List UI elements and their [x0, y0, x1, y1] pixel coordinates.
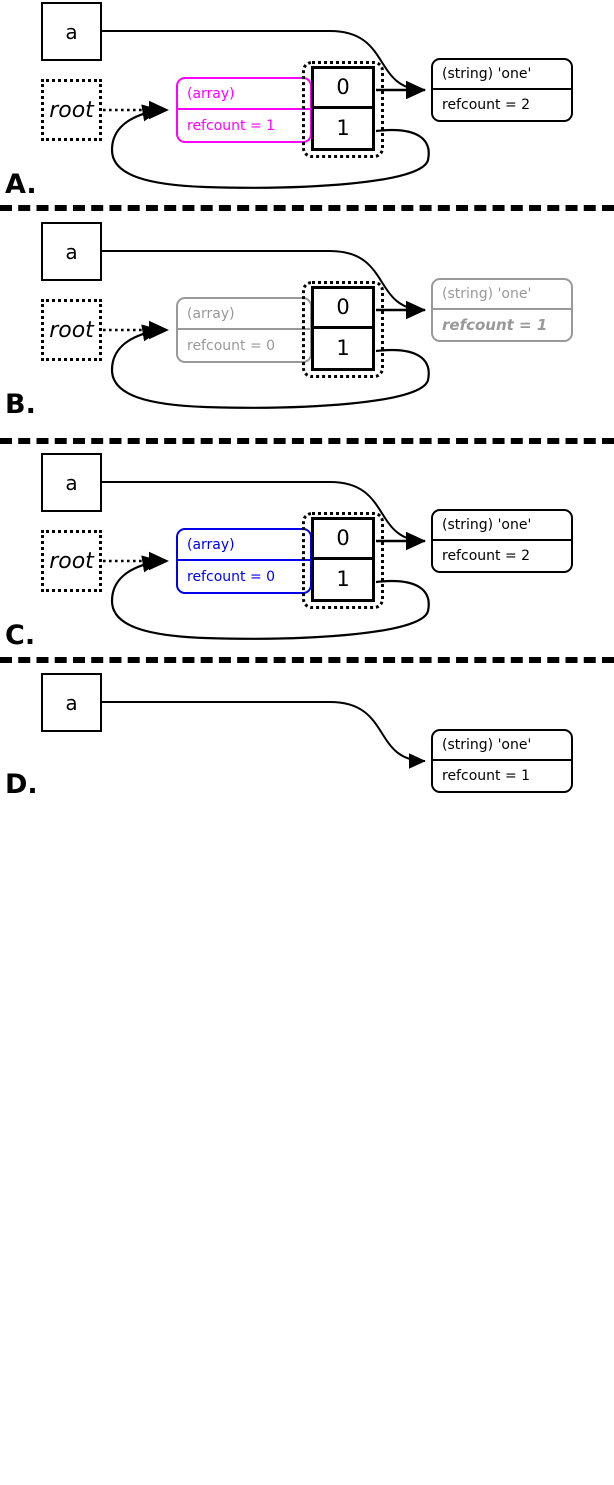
string-refcount-label: refcount = 1: [442, 768, 531, 784]
panel-a: a root (array) refcount = 1 0 1 (string)…: [0, 0, 614, 208]
array-cell-1[interactable]: 1: [314, 559, 372, 599]
panel-d: a (string) 'one' refcount = 1 D.: [0, 671, 614, 814]
string-type-label: (string) 'one': [433, 60, 571, 90]
string-zval-box[interactable]: (string) 'one' refcount = 2: [431, 58, 573, 122]
panel-label-a: A.: [5, 169, 37, 200]
array-zval-box[interactable]: (array) refcount = 1: [176, 77, 312, 143]
root-box[interactable]: root: [41, 299, 102, 361]
panel-label-c: C.: [5, 620, 36, 651]
array-refcount-label: refcount = 0: [187, 337, 276, 354]
panel-separator-2: [0, 438, 614, 444]
panel-b: a root (array) refcount = 0 0 1 (string)…: [0, 220, 614, 435]
variable-box-a[interactable]: a: [41, 222, 102, 281]
variable-label: a: [65, 690, 78, 715]
panel-label-d: D.: [5, 769, 38, 800]
diagram-canvas: a root (array) refcount = 1 0 1 (string)…: [0, 0, 614, 814]
variable-box-a[interactable]: a: [41, 453, 102, 512]
string-refcount-label: refcount = 1: [442, 316, 548, 334]
panel-separator-1: [0, 205, 614, 211]
array-refcount-label: refcount = 0: [187, 568, 276, 585]
root-box[interactable]: root: [41, 530, 102, 592]
array-cells[interactable]: 0 1: [311, 66, 375, 151]
array-cell-0[interactable]: 0: [314, 520, 372, 560]
panel-d-edges: [102, 701, 426, 769]
array-type-label: (array): [178, 299, 310, 330]
array-cells[interactable]: 0 1: [311, 517, 375, 602]
root-box[interactable]: root: [41, 79, 102, 141]
variable-label: a: [65, 19, 78, 44]
array-cell-1[interactable]: 1: [314, 328, 372, 368]
string-zval-box[interactable]: (string) 'one' refcount = 1: [431, 729, 573, 793]
root-label: root: [49, 317, 94, 343]
edge-a-to-string: [102, 701, 426, 769]
string-zval-box[interactable]: (string) 'one' refcount = 2: [431, 509, 573, 573]
array-cells-outline: [302, 281, 384, 378]
array-refcount-label: refcount = 1: [187, 117, 276, 134]
root-label: root: [49, 97, 94, 123]
string-type-label: (string) 'one': [433, 280, 571, 310]
panel-c: a root (array) refcount = 0 0 1 (string)…: [0, 451, 614, 661]
variable-box-a[interactable]: a: [41, 2, 102, 61]
array-cells-outline: [302, 61, 384, 158]
variable-box-a[interactable]: a: [41, 673, 102, 732]
panel-separator-3: [0, 657, 614, 663]
string-zval-box[interactable]: (string) 'one' refcount = 1: [431, 278, 573, 342]
array-zval-box[interactable]: (array) refcount = 0: [176, 528, 312, 594]
array-cells[interactable]: 0 1: [311, 286, 375, 371]
array-cell-1[interactable]: 1: [314, 108, 372, 148]
panel-label-b: B.: [5, 389, 36, 420]
array-type-label: (array): [178, 79, 310, 110]
string-type-label: (string) 'one': [433, 511, 571, 541]
variable-label: a: [65, 470, 78, 495]
string-refcount-label: refcount = 2: [442, 97, 531, 113]
string-type-label: (string) 'one': [433, 731, 571, 761]
array-type-label: (array): [178, 530, 310, 561]
array-cell-0[interactable]: 0: [314, 69, 372, 109]
variable-label: a: [65, 239, 78, 264]
root-label: root: [49, 548, 94, 574]
array-cells-outline: [302, 512, 384, 609]
array-zval-box[interactable]: (array) refcount = 0: [176, 297, 312, 363]
array-cell-0[interactable]: 0: [314, 289, 372, 329]
string-refcount-label: refcount = 2: [442, 548, 531, 564]
